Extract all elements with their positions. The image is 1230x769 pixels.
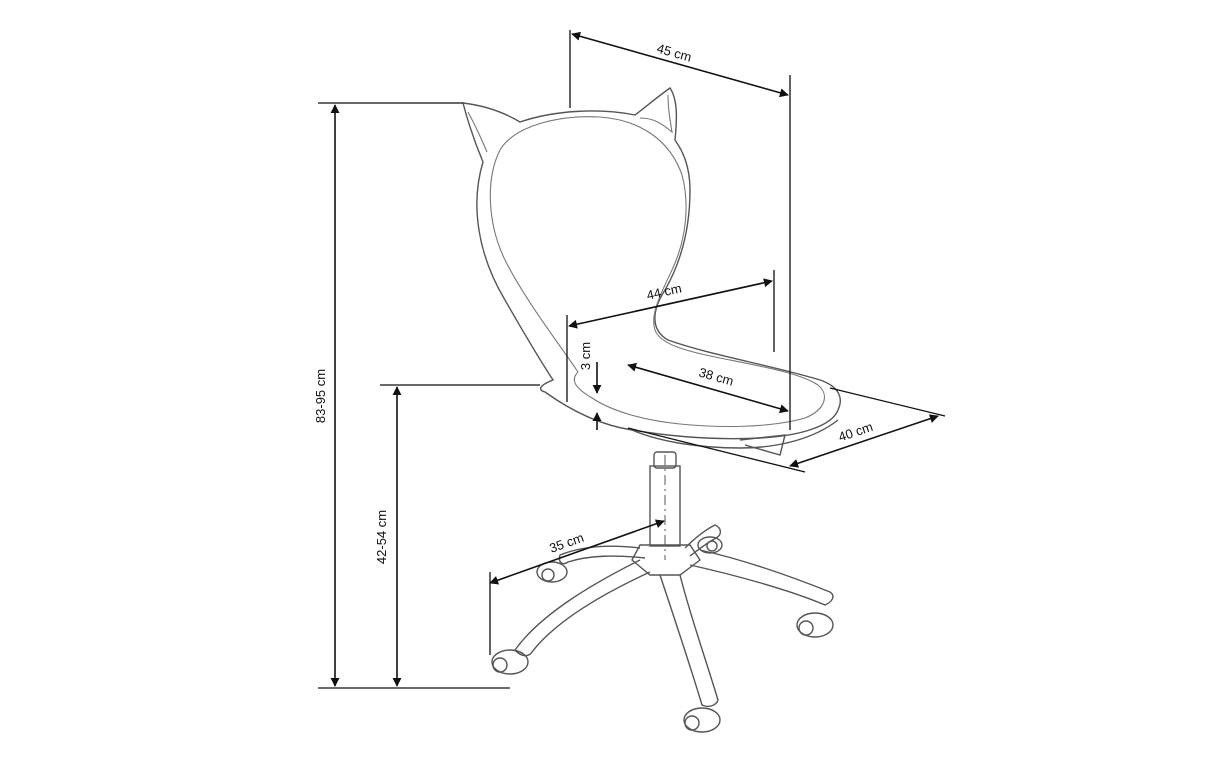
dim-line-seat-width <box>568 278 773 329</box>
base-leg-right <box>689 549 834 606</box>
label-seat-thickness: 3 cm <box>578 342 593 370</box>
label-seat-height: 42-54 cm <box>374 510 389 564</box>
left-ear <box>467 111 488 153</box>
gas-lift-cylinder <box>649 465 681 547</box>
caster-front <box>683 707 721 733</box>
base-hub <box>631 544 701 576</box>
right-ear <box>639 94 673 134</box>
label-base-radius: 35 cm <box>547 530 585 556</box>
caster-right <box>796 612 834 638</box>
label-total-height: 83-95 cm <box>313 369 328 423</box>
caster-back-right <box>697 536 723 554</box>
label-overall-depth: 40 cm <box>836 419 874 445</box>
dim-line-top-width <box>571 31 789 98</box>
dim-line-overall-depth <box>789 414 939 468</box>
base-leg-front-left <box>514 559 651 657</box>
label-seat-depth: 38 cm <box>697 365 735 389</box>
extension-lines <box>318 30 946 689</box>
label-seat-width: 44 cm <box>645 280 683 302</box>
dim-line-seat-depth <box>627 362 789 414</box>
base-leg-back-right <box>684 524 722 557</box>
mechanism-lever <box>739 434 786 456</box>
backrest-shell <box>462 87 841 440</box>
dim-line-base-radius <box>489 519 665 585</box>
caster-front-left <box>491 649 529 675</box>
dimension-lines <box>330 31 939 687</box>
label-top-width: 45 cm <box>655 41 693 65</box>
base-leg-front <box>659 574 719 708</box>
gas-lift-top <box>653 451 677 469</box>
backrest-panel <box>489 116 825 428</box>
